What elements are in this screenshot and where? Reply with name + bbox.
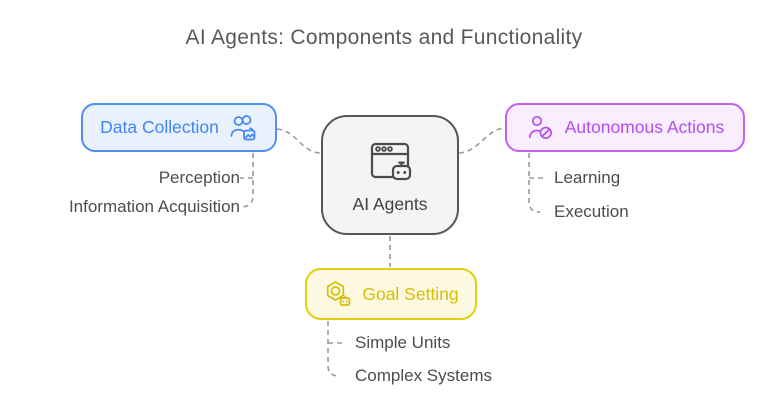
user-ban-icon [528,115,552,139]
subitem-execution: Execution [554,202,629,221]
node-goal-setting: Goal Setting [305,268,477,320]
subitem-simple-units: Simple Units [355,333,451,352]
node-goal-setting-label: Goal Setting [362,283,459,304]
subitem-complex-systems: Complex Systems [355,366,492,385]
connector-autonomousactions-trunk [528,153,541,213]
connector-datacollection-to-center [276,128,321,154]
node-autonomous-actions: Autonomous Actions [505,103,745,152]
subitem-learning: Learning [554,168,621,187]
node-autonomous-actions-label: Autonomous Actions [564,117,725,137]
browser-robot-icon [370,142,412,181]
hexagon-gear-robot-icon [327,281,351,306]
center-node-label: AI Agents [352,194,428,214]
center-node-ai-agents: AI Agents [321,115,459,235]
subitem-perception: Perception [158,168,240,187]
node-data-collection: Data Collection [81,103,277,152]
users-image-icon [230,114,256,140]
node-data-collection-label: Data Collection [100,117,219,137]
connector-center-to-autonomousactions [458,127,506,154]
connector-datacollection-trunk [241,153,254,208]
connector-goalsetting-trunk [327,321,340,377]
diagram-title: AI Agents: Components and Functionality [185,26,583,49]
subitem-information-acquisition: Information Acquisition [68,197,240,216]
